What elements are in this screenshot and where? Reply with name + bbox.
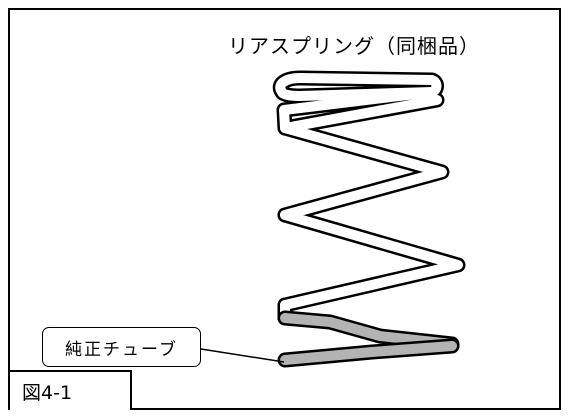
diagram-title: リアスプリング（同梱品）	[228, 34, 480, 58]
coil-segment-2	[277, 120, 450, 223]
figure-number-label: 図4-1	[8, 370, 132, 410]
tube-callout-label: 純正チューブ	[42, 327, 201, 367]
tube-coils	[277, 310, 460, 368]
callout-leader	[200, 348, 285, 363]
